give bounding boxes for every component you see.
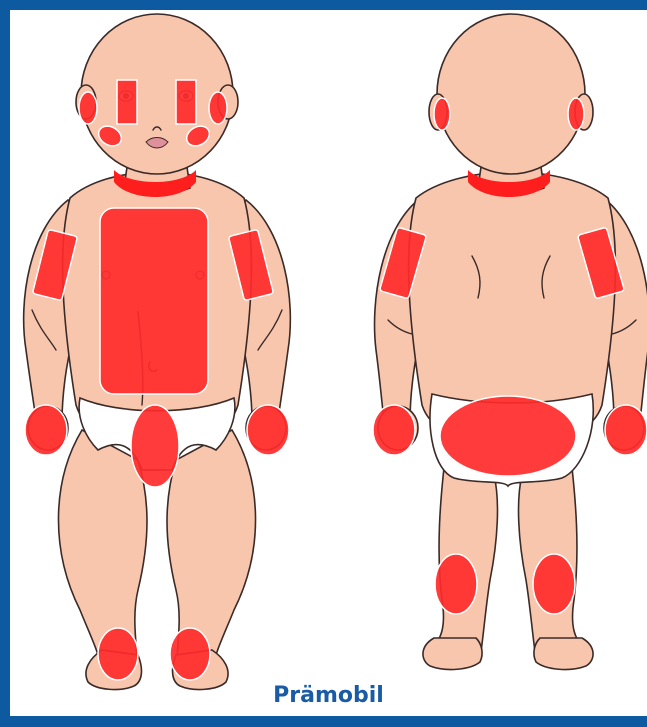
front-head [81,14,233,174]
front-right-foot-zone [170,628,210,680]
back-right-foot [534,638,593,669]
baby-body-zones-figure: .skin{fill:#f8c6ad;stroke:#3a2a28;stroke… [10,10,647,716]
front-right-eye-zone [176,80,196,124]
figure-panel: .skin{fill:#f8c6ad;stroke:#3a2a28;stroke… [10,10,647,716]
back-right-hand-zone [605,405,647,455]
back-head [437,14,585,174]
front-left-foot-zone [98,628,138,680]
back-view [373,14,647,669]
front-right-hand-zone [247,405,289,455]
back-left-calf-zone [435,554,477,614]
front-right-ear-zone [209,92,227,124]
back-right-ear-zone [568,98,584,130]
back-left-hand-zone [373,405,415,455]
front-left-eye-zone [117,80,137,124]
front-view [24,14,291,689]
figure-caption: Prämobil [10,683,647,708]
front-genital-zone [131,405,179,487]
front-torso-zone [100,208,208,394]
back-buttocks-zone [440,396,576,476]
back-left-ear-zone [434,98,450,130]
front-left-hand-zone [25,405,67,455]
back-left-foot [423,638,482,669]
front-left-ear-zone [79,92,97,124]
back-right-calf-zone [533,554,575,614]
